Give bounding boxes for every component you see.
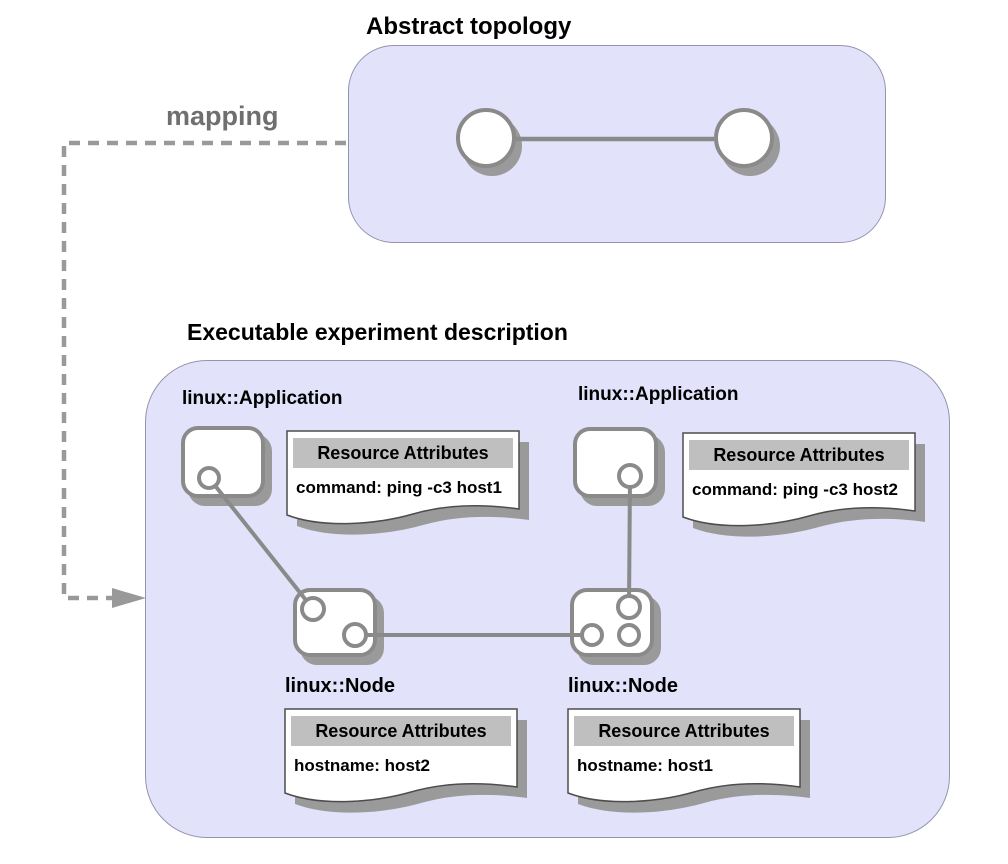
application-2-attributes-note: Resource Attributes command: ping -c3 ho…: [682, 432, 928, 542]
attributes-header: Resource Attributes: [293, 438, 513, 468]
node-1-shape: [293, 588, 377, 657]
node-1-label: linux::Node: [285, 675, 395, 697]
node-2-attributes-note: Resource Attributes hostname: host1: [567, 708, 813, 818]
attribute-hostname: hostname: host1: [577, 756, 714, 775]
abstract-topology-container: [348, 45, 886, 243]
abstract-topology-title: Abstract topology: [366, 13, 572, 40]
application-2-label: linux::Application: [578, 384, 739, 405]
attribute-command: command: ping -c3 host2: [692, 480, 898, 499]
application-1-label: linux::Application: [182, 388, 343, 409]
executable-description-title: Executable experiment description: [187, 319, 568, 345]
node-2-shape: [570, 588, 654, 657]
application-2-shape: [573, 427, 658, 498]
node-1-attributes-note: Resource Attributes hostname: host2: [284, 708, 530, 818]
attributes-header: Resource Attributes: [291, 716, 511, 746]
attribute-command: command: ping -c3 host1: [296, 478, 502, 497]
application-1-shape: [181, 426, 265, 498]
attribute-hostname: hostname: host2: [294, 756, 431, 775]
abstract-node-1: [456, 108, 516, 168]
application-1-attributes-note: Resource Attributes command: ping -c3 ho…: [286, 430, 532, 540]
abstract-node-2: [714, 108, 774, 168]
mapping-arrowhead-icon: [112, 588, 146, 608]
attributes-header: Resource Attributes: [689, 440, 909, 470]
attributes-header: Resource Attributes: [574, 716, 794, 746]
node-2-label: linux::Node: [568, 675, 678, 697]
mapping-label: mapping: [166, 101, 279, 131]
